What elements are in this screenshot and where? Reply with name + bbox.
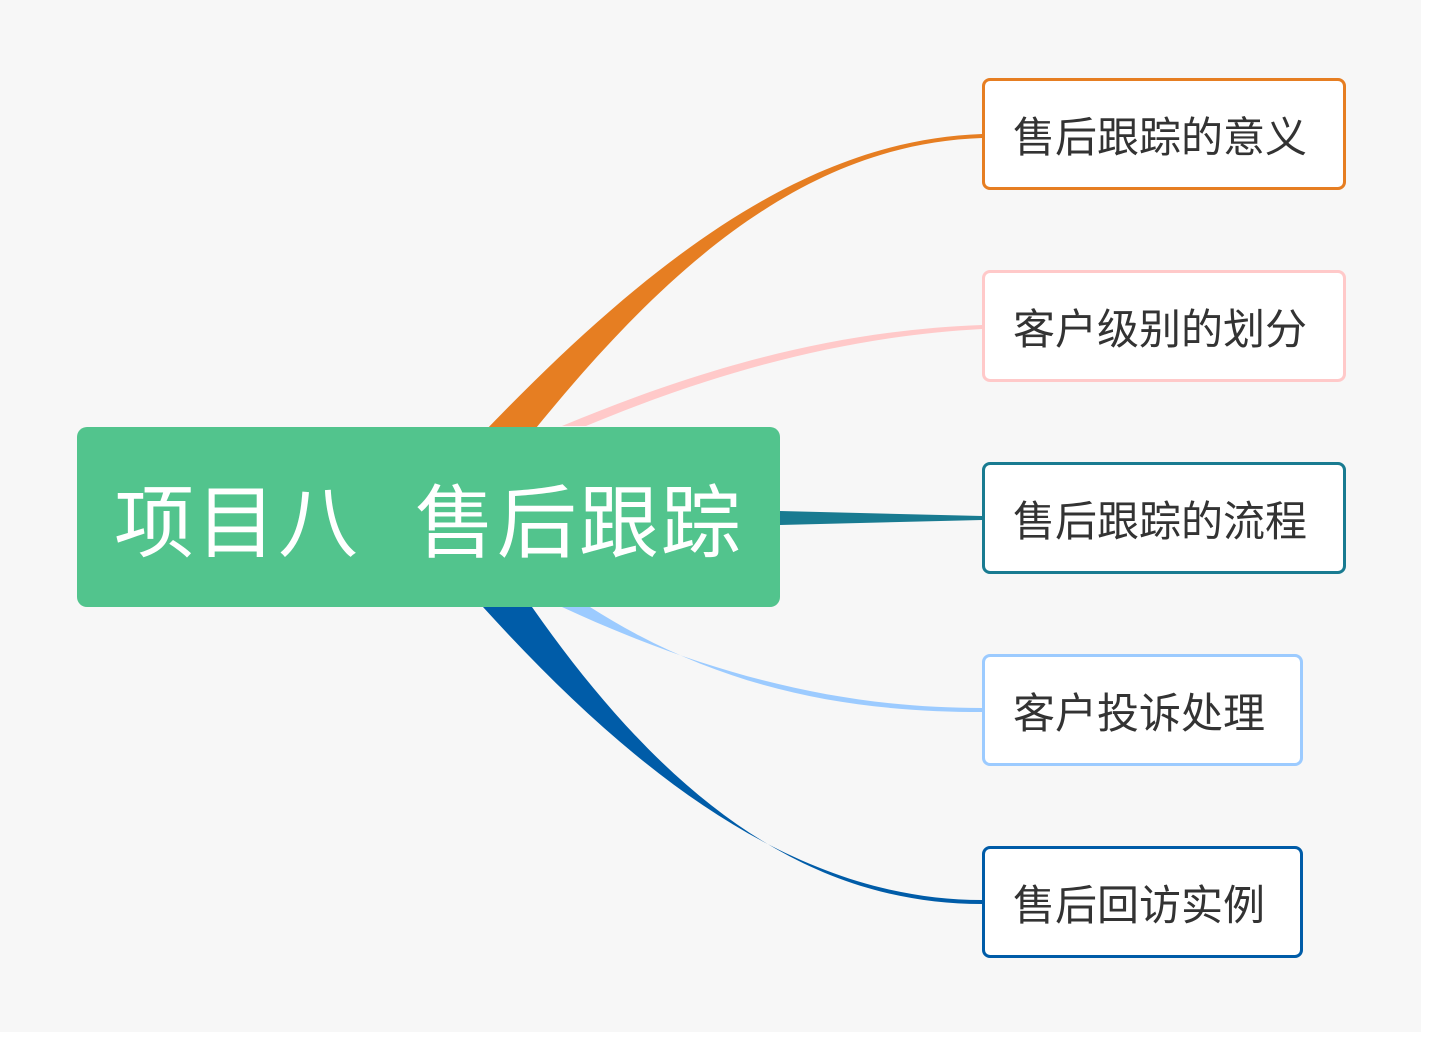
branch-topic-1[interactable]: 售后跟踪的意义 xyxy=(982,78,1346,190)
branch-topic-3[interactable]: 售后跟踪的流程 xyxy=(982,462,1346,574)
branch-topic-5[interactable]: 售后回访实例 xyxy=(982,846,1303,958)
branch-topic-label: 客户级别的划分 xyxy=(1013,304,1308,354)
branch-topic-label: 售后跟踪的意义 xyxy=(1013,112,1308,162)
branch-topic-label: 客户投诉处理 xyxy=(1013,688,1266,738)
connector-to-branch-1 xyxy=(483,134,982,433)
central-topic-label: 项目八 售后跟踪 xyxy=(114,477,743,570)
branch-topic-label: 售后回访实例 xyxy=(1013,880,1266,930)
central-topic[interactable]: 项目八 售后跟踪 xyxy=(77,427,780,607)
branch-topic-2[interactable]: 客户级别的划分 xyxy=(982,270,1346,382)
connector-to-branch-2 xyxy=(562,325,982,426)
connector-to-branch-4 xyxy=(562,607,982,712)
branch-topic-4[interactable]: 客户投诉处理 xyxy=(982,654,1303,766)
connector-to-branch-3 xyxy=(780,511,982,525)
connector-to-branch-5 xyxy=(483,607,982,904)
branch-topic-label: 售后跟踪的流程 xyxy=(1013,496,1308,546)
